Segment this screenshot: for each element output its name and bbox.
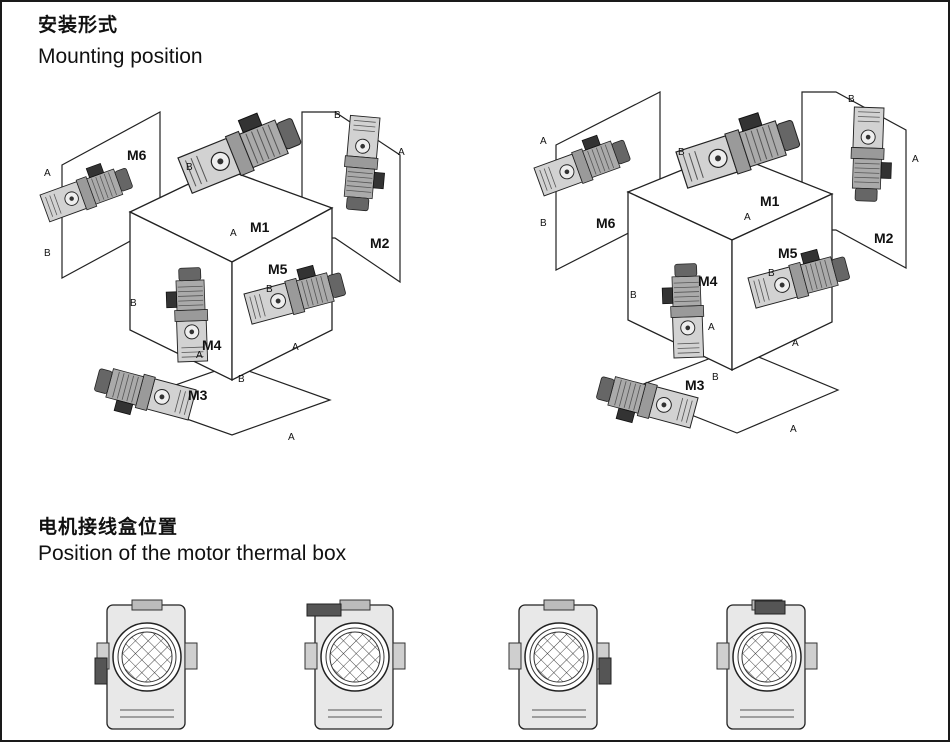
svg-text:M6: M6 [596, 215, 616, 231]
svg-text:M5: M5 [268, 261, 288, 277]
left-mounting-group: M6 M1 M2 M5 M4 M3 A B B A B A B A B A B … [36, 101, 405, 443]
svg-text:A: A [792, 338, 799, 349]
svg-text:B: B [44, 248, 51, 259]
svg-text:A: A [540, 136, 547, 147]
svg-text:B: B [266, 284, 273, 295]
svg-text:A: A [398, 147, 405, 158]
svg-text:B: B [186, 162, 193, 173]
svg-text:A: A [196, 350, 203, 361]
svg-text:A: A [912, 154, 919, 165]
svg-text:B: B [630, 290, 637, 301]
svg-text:B: B [238, 374, 245, 385]
svg-text:A: A [292, 342, 299, 353]
svg-text:M4: M4 [202, 337, 222, 353]
svg-text:M2: M2 [874, 230, 894, 246]
svg-text:A: A [708, 322, 715, 333]
svg-text:B: B [540, 218, 547, 229]
svg-text:B: B [848, 94, 855, 105]
svg-text:A: A [288, 432, 295, 443]
motor-end-view-icon [508, 599, 610, 730]
motor-end-view-icon [304, 599, 406, 730]
thermal-box-views [94, 599, 818, 730]
svg-text:M1: M1 [760, 193, 780, 209]
svg-text:M1: M1 [250, 219, 270, 235]
svg-text:A: A [744, 212, 751, 223]
thermal-box-title-en: Position of the motor thermal box [38, 542, 347, 565]
svg-text:M6: M6 [127, 147, 147, 163]
right-mounting-group: M6 M1 M2 M5 M4 M3 A B B A B A B A B A B … [530, 91, 919, 438]
mounting-title-en: Mounting position [38, 45, 203, 68]
svg-text:A: A [44, 168, 51, 179]
svg-text:M3: M3 [685, 377, 705, 393]
svg-text:M4: M4 [698, 273, 718, 289]
svg-text:M5: M5 [778, 245, 798, 261]
svg-text:B: B [712, 372, 719, 383]
motor-end-view-icon [716, 599, 818, 730]
svg-text:M3: M3 [188, 387, 208, 403]
svg-text:B: B [678, 147, 685, 158]
svg-text:B: B [334, 110, 341, 121]
svg-text:A: A [790, 424, 797, 435]
mounting-title-zh: 安装形式 [38, 14, 119, 36]
thermal-box-title-zh: 电机接线盒位置 [38, 516, 179, 538]
svg-text:M2: M2 [370, 235, 390, 251]
svg-text:B: B [768, 268, 775, 279]
motor-end-view-icon [96, 599, 198, 730]
svg-text:B: B [130, 298, 137, 309]
svg-text:A: A [230, 228, 237, 239]
